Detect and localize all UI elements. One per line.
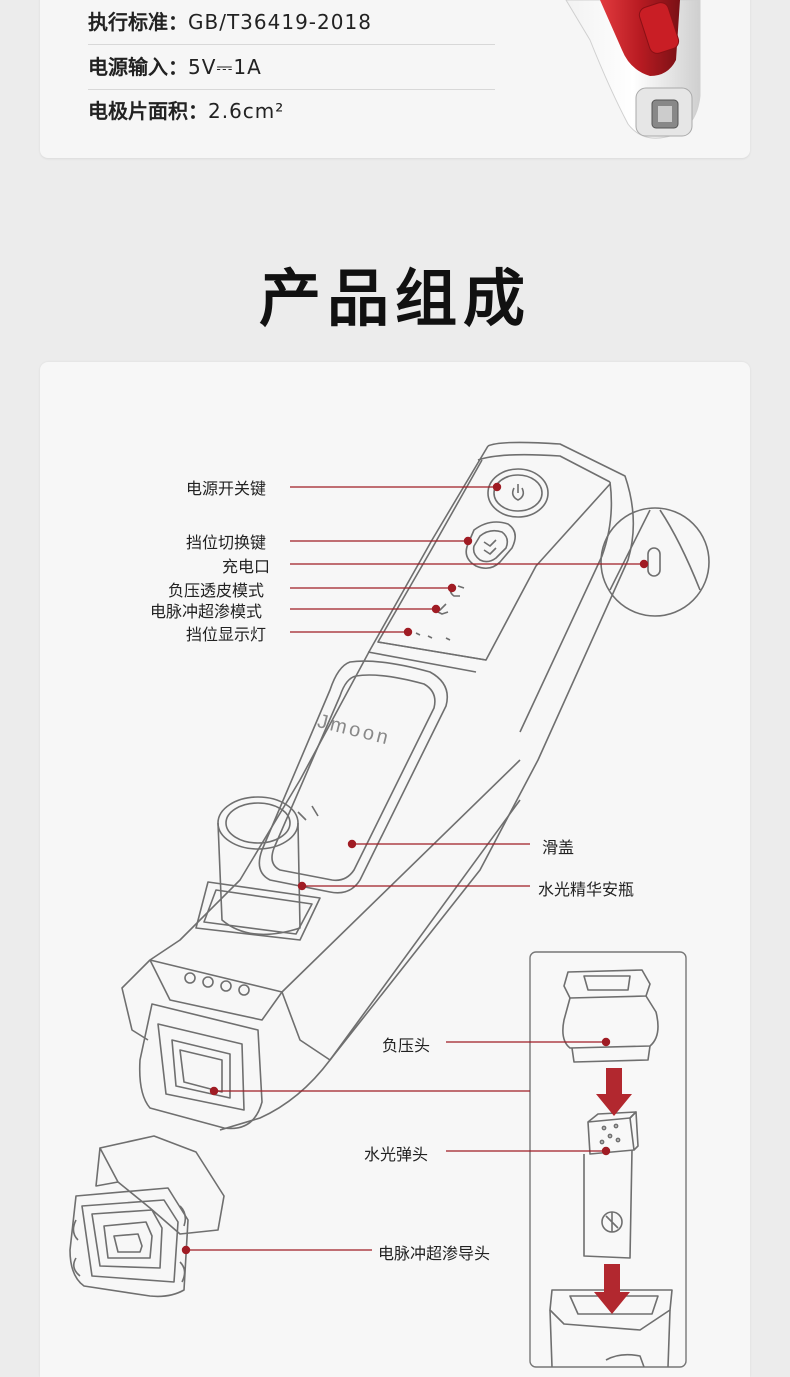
- label-slide-cover: 滑盖: [542, 834, 574, 858]
- label-negative-head: 负压头: [382, 1032, 430, 1056]
- label-gear-light: 挡位显示灯: [186, 621, 266, 645]
- brand-text: Jmoon: [315, 710, 393, 749]
- label-ampoule: 水光精华安瓶: [538, 876, 634, 900]
- label-charge-port: 充电口: [222, 553, 270, 577]
- label-gear-switch: 挡位切换键: [186, 529, 266, 553]
- label-pulse-head: 电脉冲超渗导头: [378, 1240, 490, 1264]
- label-power-key: 电源开关键: [186, 475, 266, 499]
- label-water-head: 水光弹头: [364, 1141, 428, 1165]
- label-pulse-mode: 电脉冲超渗模式: [150, 598, 262, 622]
